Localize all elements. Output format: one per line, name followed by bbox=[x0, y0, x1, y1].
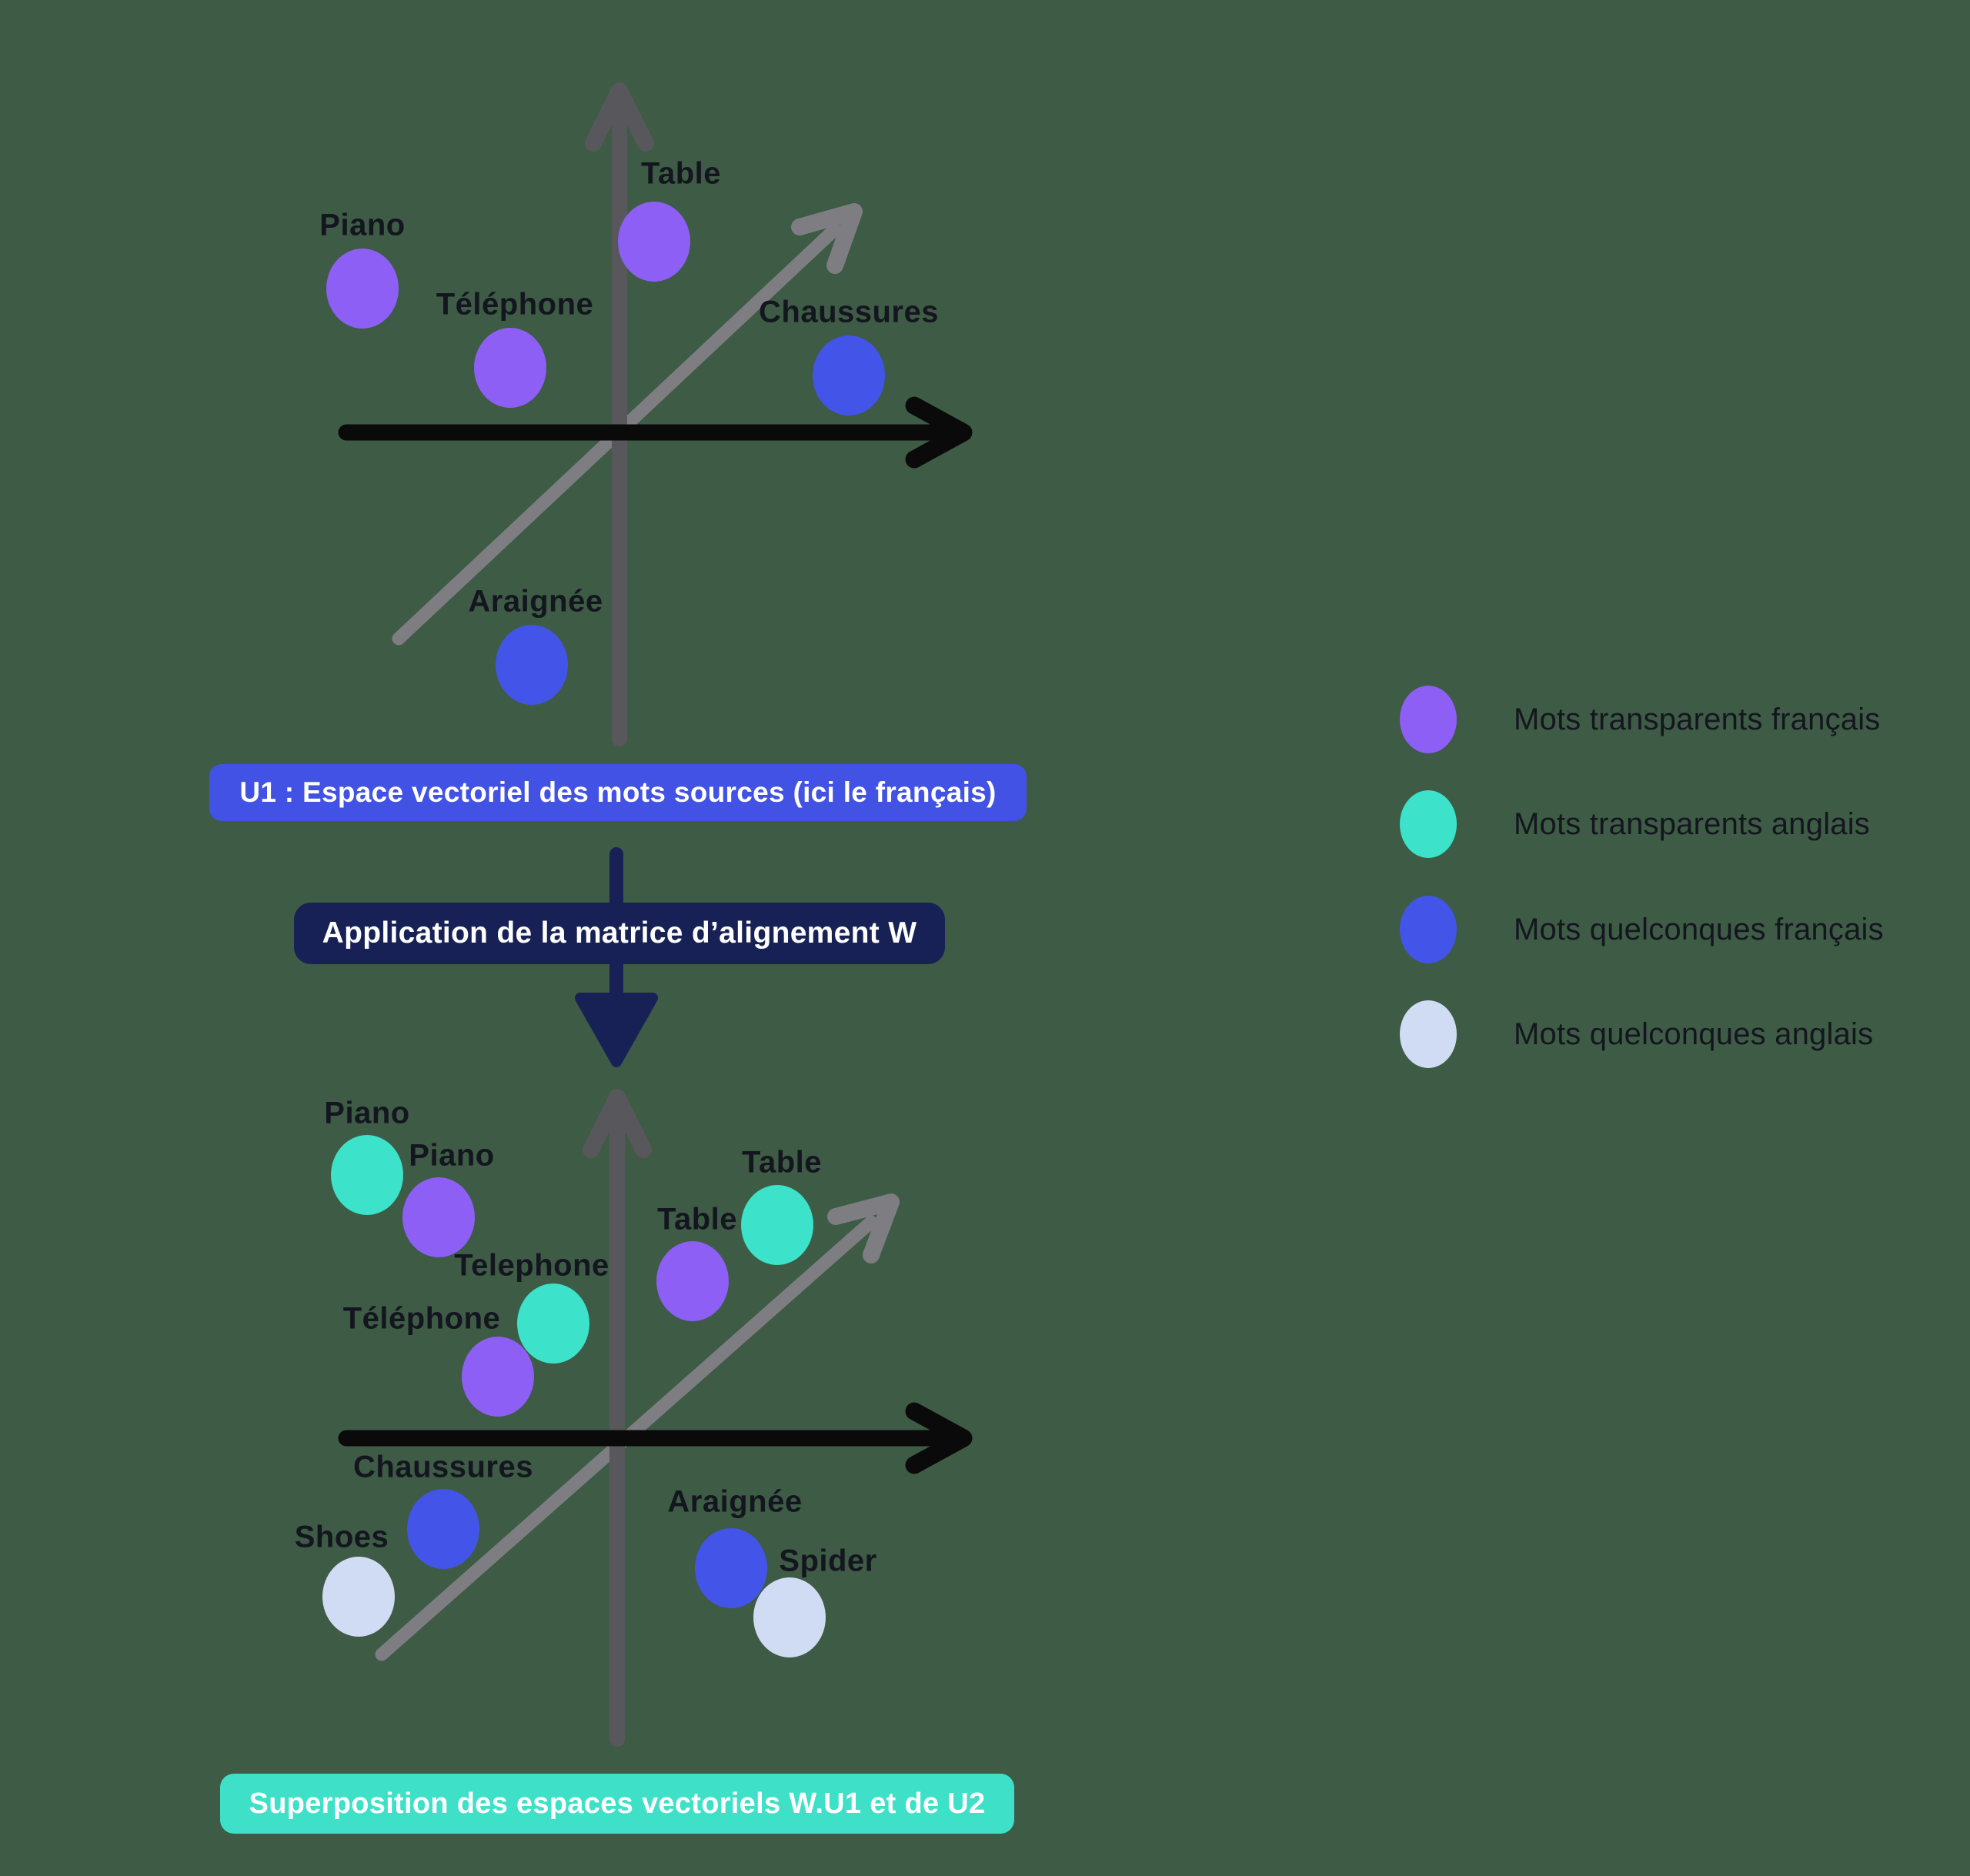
blue-dot-icon bbox=[1400, 896, 1457, 963]
bottom-diagonal-arrowhead-icon bbox=[827, 1193, 900, 1263]
legend-label: Mots transparents français bbox=[1514, 702, 1881, 736]
point-label-araignée: Araignée bbox=[468, 584, 603, 619]
point-dot-chaussures bbox=[813, 335, 885, 416]
point-dot-table bbox=[741, 1185, 813, 1265]
legend-label: Mots quelconques français bbox=[1514, 912, 1884, 946]
point-dot-araignée bbox=[695, 1528, 767, 1608]
legend-item-random-french: Mots quelconques français bbox=[1400, 896, 1884, 963]
point-dot-araignée bbox=[496, 625, 568, 705]
point-label-araignée: Araignée bbox=[667, 1484, 803, 1519]
point-label-shoes: Shoes bbox=[294, 1520, 389, 1554]
top-axes bbox=[338, 82, 973, 746]
bottom-horizontal-arrowhead-icon bbox=[905, 1402, 973, 1474]
point-label-téléphone: Téléphone bbox=[436, 287, 594, 322]
legend-label: Mots transparents anglais bbox=[1514, 806, 1871, 841]
point-label-telephone: Telephone bbox=[454, 1248, 609, 1283]
point-label-table: Table bbox=[640, 156, 722, 191]
bottom-vertical-arrowhead-icon bbox=[583, 1089, 652, 1158]
point-dot-piano bbox=[331, 1135, 403, 1215]
legend-item-transparent-english: Mots transparents anglais bbox=[1400, 790, 1870, 858]
point-label-spider: Spider bbox=[779, 1544, 877, 1578]
point-dot-spider bbox=[753, 1577, 826, 1657]
point-dot-téléphone bbox=[462, 1337, 534, 1417]
top-vertical-arrowhead-icon bbox=[585, 82, 654, 152]
top-horizontal-arrowhead-icon bbox=[905, 396, 973, 469]
point-dot-table bbox=[618, 202, 690, 282]
point-label-chaussures: Chaussures bbox=[759, 295, 939, 329]
transform-arrowhead-icon bbox=[575, 993, 658, 1067]
legend-label: Mots quelconques anglais bbox=[1514, 1016, 1874, 1051]
point-label-piano: Piano bbox=[409, 1138, 495, 1173]
bottom-axes bbox=[338, 1089, 973, 1747]
bottom-diagram-caption: Superposition des espaces vectoriels W.U… bbox=[220, 1774, 1014, 1834]
legend-item-random-english: Mots quelconques anglais bbox=[1400, 1000, 1873, 1068]
point-label-table: Table bbox=[656, 1202, 738, 1237]
point-label-piano: Piano bbox=[319, 208, 406, 242]
point-label-table: Table bbox=[741, 1145, 823, 1180]
purple-dot-icon bbox=[1400, 686, 1457, 753]
point-dot-shoes bbox=[322, 1557, 395, 1637]
point-label-piano: Piano bbox=[324, 1096, 410, 1130]
point-dot-piano bbox=[402, 1177, 475, 1257]
top-diagram-caption: U1 : Espace vectoriel des mots sources (… bbox=[209, 764, 1027, 821]
point-label-chaussures: Chaussures bbox=[353, 1450, 533, 1484]
point-label-téléphone: Téléphone bbox=[342, 1301, 501, 1336]
point-dot-piano bbox=[326, 249, 399, 329]
top-diagonal-arrowhead-icon bbox=[791, 203, 863, 274]
lavender-dot-icon bbox=[1400, 1000, 1457, 1068]
teal-dot-icon bbox=[1400, 790, 1457, 858]
point-dot-table bbox=[656, 1241, 729, 1321]
point-dot-téléphone bbox=[474, 328, 546, 408]
point-dot-telephone bbox=[517, 1283, 589, 1364]
legend-item-transparent-french: Mots transparents français bbox=[1400, 686, 1881, 753]
point-dot-chaussures bbox=[407, 1489, 479, 1569]
transform-step-label: Application de la matrice d’alignement W bbox=[294, 903, 945, 964]
